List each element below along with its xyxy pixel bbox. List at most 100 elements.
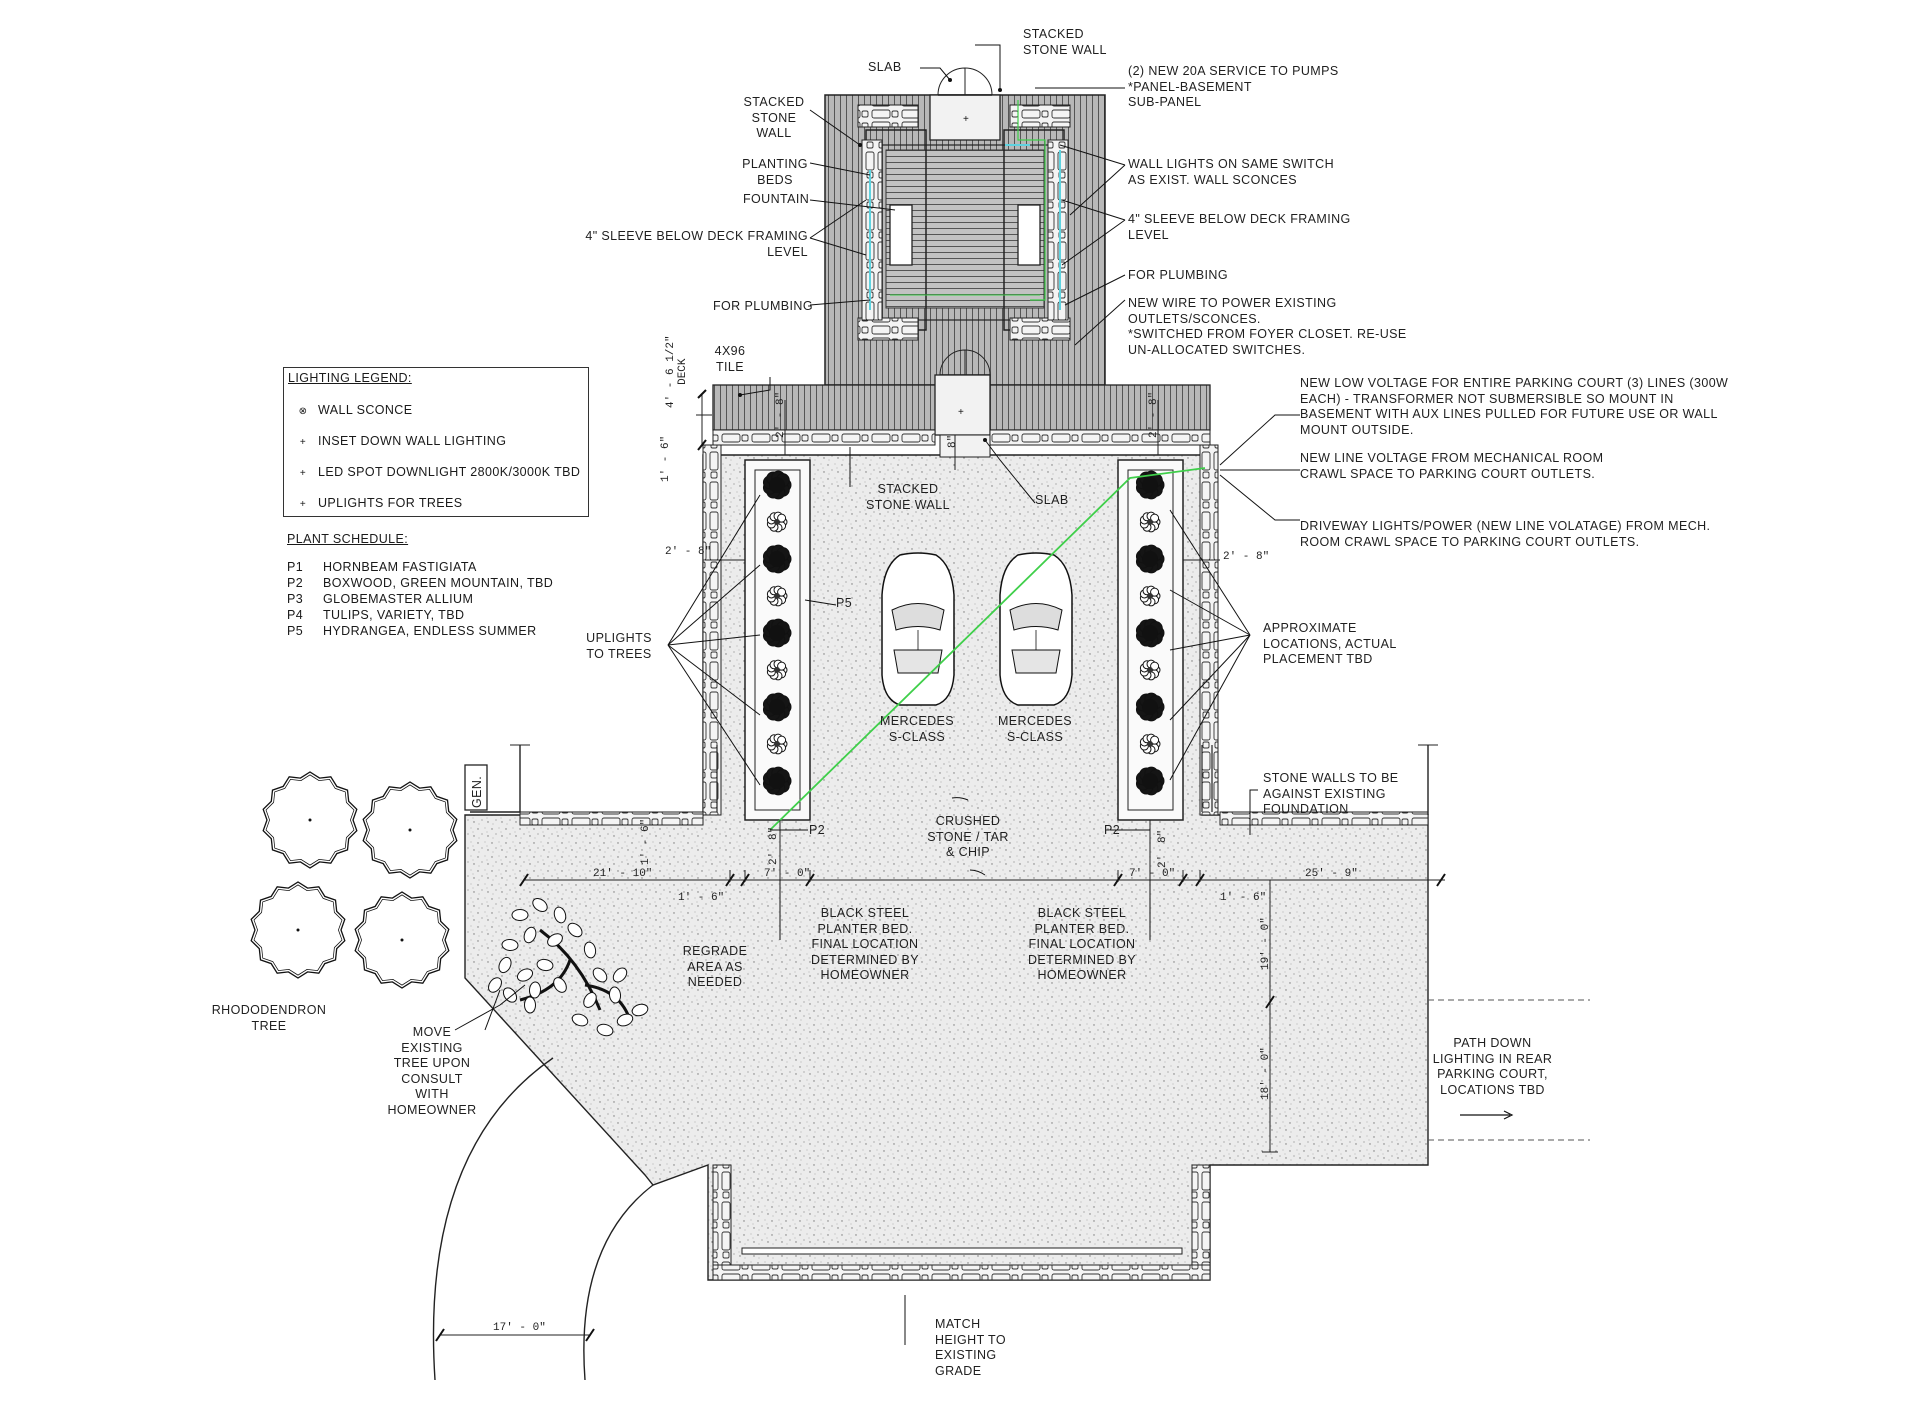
rhododendron-tree [250,881,346,979]
dim-8-left: 8" [768,826,780,840]
label-for-plumbing-right: FOR PLUMBING [1128,268,1228,282]
dim-7-0-left: 7' - 0" [764,868,811,880]
label-slab-top: SLAB [868,60,902,74]
plant-row: P1 HORNBEAM FASTIGIATA [287,559,553,575]
hydrangea-shrub [1139,511,1161,533]
plant-name: GLOBEMASTER ALLIUM [323,592,474,606]
label-approx-locations: APPROXIMATE LOCATIONS, ACTUAL PLACEMENT … [1263,621,1397,666]
label-low-voltage: NEW LOW VOLTAGE FOR ENTIRE PARKING COURT… [1300,376,1729,437]
tree-leaf [547,933,563,947]
tree-leaf [616,1013,634,1027]
plant-code: P1 [287,560,304,574]
tree-leaf [553,977,567,993]
dim-8-right: 8" [1157,829,1169,843]
svg-text:+: + [958,407,964,418]
dim-7-0-right: 7' - 0" [1129,868,1176,880]
hydrangea-shrub [766,659,788,681]
label-stone-walls-foundation: STONE WALLS TO BE AGAINST EXISTING FOUND… [1263,771,1399,816]
hydrangea-shrub [1139,733,1161,755]
hydrangea-shrub [766,585,788,607]
hydrangea-shrub [1139,585,1161,607]
label-p5: P5 [836,596,853,610]
hornbeam-shrub [1135,692,1165,722]
dim-8-mid: 8" [947,434,959,448]
lighting-legend: LIGHTING LEGEND: ⊗WALL SCONCE +INSET DOW… [283,367,589,517]
label-planter-left: BLACK STEEL PLANTER BED. FINAL LOCATION … [811,906,919,982]
slab-top [929,94,1001,141]
hornbeam-shrub [1135,766,1165,796]
plant-name: HORNBEAM FASTIGIATA [323,560,477,574]
legend-item-label: LED SPOT DOWNLIGHT 2800K/3000K TBD [318,465,581,479]
label-sleeve-left: 4" SLEEVE BELOW DECK FRAMING LEVEL [585,229,808,259]
label-service-pumps: (2) NEW 20A SERVICE TO PUMPS *PANEL-BASE… [1128,64,1339,109]
hydrangea-shrub [766,511,788,533]
legend-item-wall-sconce: ⊗WALL SCONCE [288,403,412,417]
label-gen: GEN. [470,775,484,808]
power-wire [769,467,1206,831]
legend-item-label: UPLIGHTS FOR TREES [318,496,463,510]
hornbeam-shrub [1135,618,1165,648]
dim-21-10: 21' - 10" [593,868,653,880]
hornbeam-shrub [762,766,792,796]
label-stacked-stone-wall-top: STACKED STONE WALL [1023,27,1107,57]
label-path-down: PATH DOWN LIGHTING IN REAR PARKING COURT… [1432,1036,1553,1097]
tree-leaf [583,992,597,1008]
plant-name: BOXWOOD, GREEN MOUNTAIN, TBD [323,576,554,590]
hornbeam-shrub [762,544,792,574]
label-sleeve-right: 4" SLEEVE BELOW DECK FRAMING LEVEL [1128,212,1351,242]
label-slab-mid: SLAB [1035,493,1069,507]
spot-light-icon: + [299,468,307,479]
hornbeam-shrub [762,692,792,722]
plant-row: P3 GLOBEMASTER ALLIUM [287,591,553,607]
tree-leaf [511,909,529,921]
tree-leaf [501,938,519,952]
tree-leaf [571,1013,589,1027]
tree-leaf [583,941,597,959]
svg-text:+: + [963,114,969,125]
rhododendron-tree [262,771,358,869]
slab-mid [934,374,991,436]
tree-leaf [523,996,537,1014]
legend-title: LIGHTING LEGEND: [288,371,412,385]
plant-code: P4 [287,608,304,622]
tree-leaf [536,958,554,972]
plant-name: HYDRANGEA, ENDLESS SUMMER [323,624,537,638]
plant-code: P3 [287,592,304,606]
hornbeam-shrub [762,470,792,500]
legend-item-label: WALL SCONCE [318,403,413,417]
label-planting-beds: PLANTING BEDS [742,157,808,187]
tree-leaf [516,968,534,982]
plant-code: P2 [287,576,304,590]
dim-17-0: 17' - 0" [493,1322,546,1334]
car-left [881,552,955,706]
tree-leaf [608,986,622,1004]
hydrangea-shrub [766,733,788,755]
label-new-wire: NEW WIRE TO POWER EXISTING OUTLETS/SCONC… [1128,296,1407,357]
dim-2-right: 2' [1157,854,1169,868]
label-regrade: REGRADE AREA AS NEEDED [682,944,748,989]
hornbeam-shrub [1135,544,1165,574]
label-rhododendron: RHODODENDRON TREE [211,1003,327,1033]
label-move-tree: MOVE EXISTING TREE UPON CONSULT WITH HOM… [387,1025,477,1117]
tree-leaf [498,956,512,974]
rhododendron-tree [362,781,458,879]
label-car-left: MERCEDES S-CLASS [879,714,955,744]
plant-row: P2 BOXWOOD, GREEN MOUNTAIN, TBD [287,575,553,591]
label-crushed-stone: CRUSHED STONE / TAR & CHIP [927,814,1009,859]
inset-light-icon: + [299,437,307,448]
dim-deck: 4' - 6 1/2" DECK [665,335,689,408]
tree-leaf [612,967,628,983]
rhododendron-tree [354,891,450,989]
hornbeam-shrub [762,618,792,648]
label-fountain: FOUNTAIN [743,192,810,206]
label-p2-left: P2 [809,823,826,837]
tree-leaf [596,1023,614,1037]
label-match-height: MATCH HEIGHT TO EXISTING GRADE [935,1317,1006,1378]
dim-1-6-left: 1' - 6" [640,818,652,865]
tree-leaf [528,981,542,999]
legend-item-led-spot: + LED SPOT DOWNLIGHT 2800K/3000K TBD [288,465,580,479]
hydrangea-shrub [1139,659,1161,681]
uplight-icon: + [299,499,307,510]
label-stacked-stone-wall-mid: STACKED STONE WALL [866,482,950,512]
